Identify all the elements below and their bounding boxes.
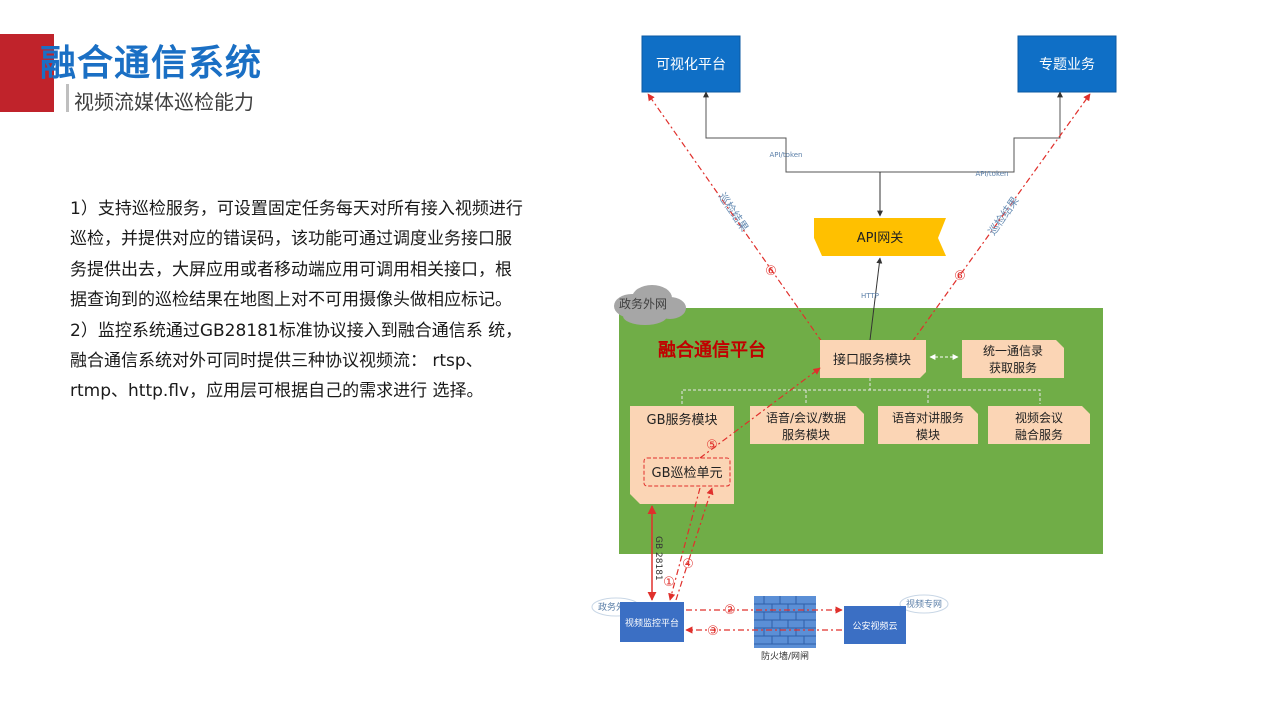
visual-platform-box <box>641 35 741 93</box>
video-conf-line1: 视频会议 <box>1015 410 1063 425</box>
gb-module-box <box>630 406 734 504</box>
gb-module-label: GB服务模块 <box>647 412 718 428</box>
unified-comm-line2: 获取服务 <box>989 360 1037 375</box>
step3-marker: ③ <box>707 624 719 639</box>
gov-network-label: 政务外网 <box>619 296 667 311</box>
visual-platform-label: 可视化平台 <box>656 57 726 73</box>
description-text: 1）支持巡检服务，可设置固定任务每天对所有接入视频进行巡检，并提供对应的错误码，… <box>70 199 523 402</box>
http-label: HTTP <box>861 292 879 300</box>
unified-comm-line1: 统一通信录 <box>983 344 1043 358</box>
page-subtitle: 视频流媒体巡检能力 <box>74 90 254 114</box>
video-private-net-cloud: 视频专网 <box>899 594 949 614</box>
platform-title: 融合通信平台 <box>658 339 766 361</box>
inspection-result-right-label: 巡检结果 <box>985 194 1022 238</box>
video-private-net-label: 视频专网 <box>906 598 942 610</box>
interface-module-box <box>820 340 926 378</box>
firewall-label: 防火墙/网闸 <box>761 650 809 662</box>
topic-business-label: 专题业务 <box>1039 57 1095 73</box>
step5-marker: ⑤ <box>706 438 718 453</box>
intercom-box <box>878 406 978 444</box>
inspection-result-left-label: 巡检结果 <box>716 190 752 234</box>
api-token-right-label: API/token <box>975 170 1008 178</box>
firewall-icon <box>754 596 816 648</box>
gb-patrol-unit-label: GB巡检单元 <box>652 466 723 481</box>
video-conf-line2: 融合服务 <box>1015 427 1063 442</box>
voice-data-box <box>750 406 864 444</box>
step1-marker: ① <box>663 575 675 590</box>
topic-business-box <box>1017 35 1117 93</box>
api-token-left-label: API/token <box>769 151 802 159</box>
video-monitor-platform-box <box>620 602 684 642</box>
subtitle-divider <box>66 84 69 112</box>
step4-marker: ④ <box>682 557 694 572</box>
police-video-cloud-label: 公安视频云 <box>852 620 897 632</box>
title-accent-block <box>0 34 54 112</box>
step6a-marker: ⑥ <box>765 264 777 279</box>
video-conf-box <box>988 406 1090 444</box>
police-video-cloud-box <box>844 606 906 644</box>
gb28181-label: GB 28181 <box>653 536 663 581</box>
voice-data-line2: 服务模块 <box>782 427 830 442</box>
intercom-line2: 模块 <box>916 428 940 442</box>
interface-module-label: 接口服务模块 <box>833 352 911 368</box>
gb-patrol-unit-box <box>643 457 731 487</box>
gov-network-cloud: 政务外网 <box>614 285 686 325</box>
step2-marker: ② <box>724 603 736 618</box>
voice-data-line1: 语音/会议/数据 <box>766 410 846 425</box>
api-gateway-label: API网关 <box>857 231 904 246</box>
video-monitor-platform-label: 视频监控平台 <box>625 617 679 629</box>
step6b-marker: ⑥ <box>954 269 966 284</box>
unified-comm-box <box>962 340 1064 378</box>
api-gateway-box <box>814 218 946 256</box>
intercom-line1: 语音对讲服务 <box>892 410 964 425</box>
page-title: 融合通信系统 <box>40 43 263 84</box>
